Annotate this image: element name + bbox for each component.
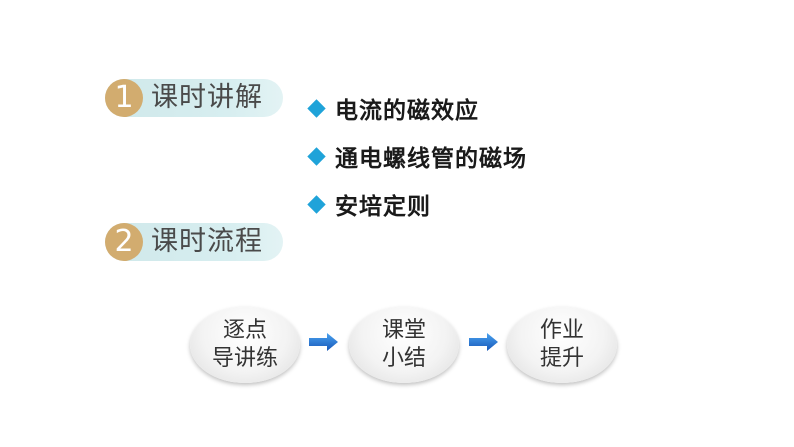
section-number-badge: 1 (105, 79, 143, 117)
section-tab-1: 1 课时讲解 (105, 79, 283, 117)
step-line-1: 课堂 (381, 318, 426, 343)
topic-text: 安培定则 (335, 194, 431, 220)
topic-bullet-1: 电流的磁效应 (307, 93, 479, 124)
flow-step-3[interactable]: 作业 提升 (507, 307, 617, 383)
step-line-2: 提升 (539, 346, 584, 371)
step-line-2: 小结 (381, 346, 426, 371)
arrow-right-icon (309, 333, 338, 351)
step-line-2: 导讲练 (211, 346, 278, 371)
topic-bullet-2: 通电螺线管的磁场 (307, 141, 527, 172)
diamond-icon (307, 98, 326, 118)
flow-step-1[interactable]: 逐点 导讲练 (190, 307, 300, 383)
section-number-badge: 2 (105, 223, 143, 261)
section-tab-2: 2 课时流程 (105, 223, 283, 261)
topic-bullet-3: 安培定则 (307, 189, 431, 220)
step-line-1: 作业 (539, 318, 584, 343)
diamond-icon (307, 146, 326, 166)
section-title: 课时流程 (151, 226, 263, 257)
topic-text: 电流的磁效应 (335, 98, 479, 124)
diamond-icon (307, 194, 326, 214)
topic-text: 通电螺线管的磁场 (335, 146, 527, 172)
step-line-1: 逐点 (222, 318, 267, 343)
section-title: 课时讲解 (151, 82, 263, 113)
flow-step-2[interactable]: 课堂 小结 (349, 307, 459, 383)
arrow-right-icon (469, 333, 498, 351)
